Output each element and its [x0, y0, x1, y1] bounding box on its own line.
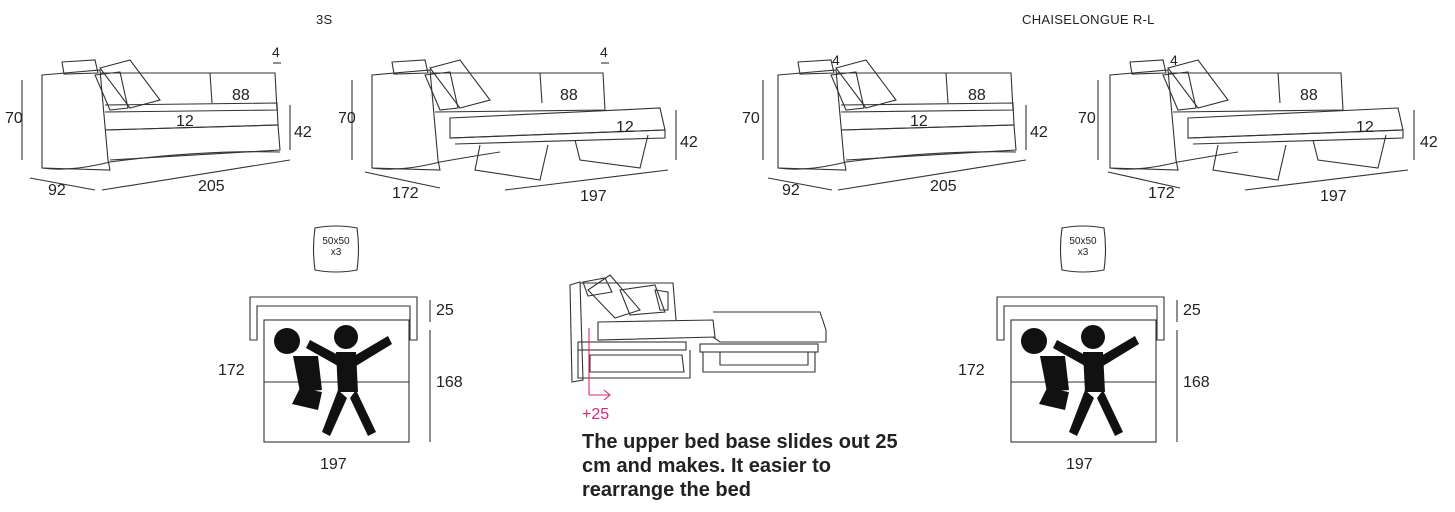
dim-172: 172 — [958, 362, 985, 379]
dim-42: 42 — [1420, 134, 1438, 151]
dim-172: 172 — [392, 185, 419, 202]
bed-plan-left — [249, 296, 431, 443]
dim-12: 12 — [616, 119, 634, 136]
dim-70: 70 — [742, 110, 760, 127]
mechanism-diagram — [569, 274, 827, 383]
bed-plan-right — [996, 296, 1178, 443]
dim-25: 25 — [1183, 302, 1201, 319]
dim-42: 42 — [680, 134, 698, 151]
pillow-label-right: 50x50 x3 — [1062, 236, 1104, 258]
heading-3s: 3S — [316, 12, 333, 27]
people-icon-right — [1021, 325, 1139, 436]
dim-172: 172 — [1148, 185, 1175, 202]
dim-4: 4 — [600, 44, 608, 60]
heading-chaiselongue: CHAISELONGUE R-L — [1022, 12, 1155, 27]
dim-168: 168 — [436, 374, 463, 391]
dim-12: 12 — [176, 113, 194, 130]
dim-88: 88 — [968, 87, 986, 104]
sofa-open-chaise — [1097, 59, 1415, 191]
dim-70: 70 — [338, 110, 356, 127]
dim-88: 88 — [560, 87, 578, 104]
dim-197: 197 — [1320, 188, 1347, 205]
dim-172: 172 — [218, 362, 245, 379]
sofa-closed-3s — [21, 59, 291, 191]
dim-42: 42 — [1030, 124, 1048, 141]
dim-88: 88 — [1300, 87, 1318, 104]
slide-arrow — [588, 328, 611, 401]
dim-168: 168 — [1183, 374, 1210, 391]
dim-4: 4 — [1170, 52, 1178, 68]
dim-197: 197 — [580, 188, 607, 205]
sofa-closed-chaise — [762, 59, 1027, 191]
dim-92: 92 — [48, 182, 66, 199]
pillow-qty: x3 — [1077, 247, 1089, 258]
dim-70: 70 — [5, 110, 23, 127]
dim-4: 4 — [272, 44, 280, 60]
pillow-size: 50x50 — [1069, 236, 1097, 247]
pillow-qty: x3 — [330, 247, 342, 258]
mechanism-note: The upper bed base slides out 25 cm and … — [582, 431, 898, 501]
dim-205: 205 — [198, 178, 225, 195]
pillow-icon-right — [1059, 225, 1107, 273]
dim-197: 197 — [1066, 456, 1093, 473]
dim-70: 70 — [1078, 110, 1096, 127]
slide-offset-label: +25 — [582, 406, 610, 423]
sofa-open-3s — [351, 59, 677, 191]
pillow-label-left: 50x50 x3 — [315, 236, 357, 258]
dim-197: 197 — [320, 456, 347, 473]
dim-25: 25 — [436, 302, 454, 319]
dim-92: 92 — [782, 182, 800, 199]
dim-42: 42 — [294, 124, 312, 141]
dim-12: 12 — [910, 113, 928, 130]
dim-12: 12 — [1356, 119, 1374, 136]
dim-4: 4 — [832, 52, 840, 68]
dim-88: 88 — [232, 87, 250, 104]
dim-205: 205 — [930, 178, 957, 195]
pillow-icon-left — [312, 225, 360, 273]
pillow-size: 50x50 — [322, 236, 350, 247]
people-icon-left — [274, 325, 392, 436]
